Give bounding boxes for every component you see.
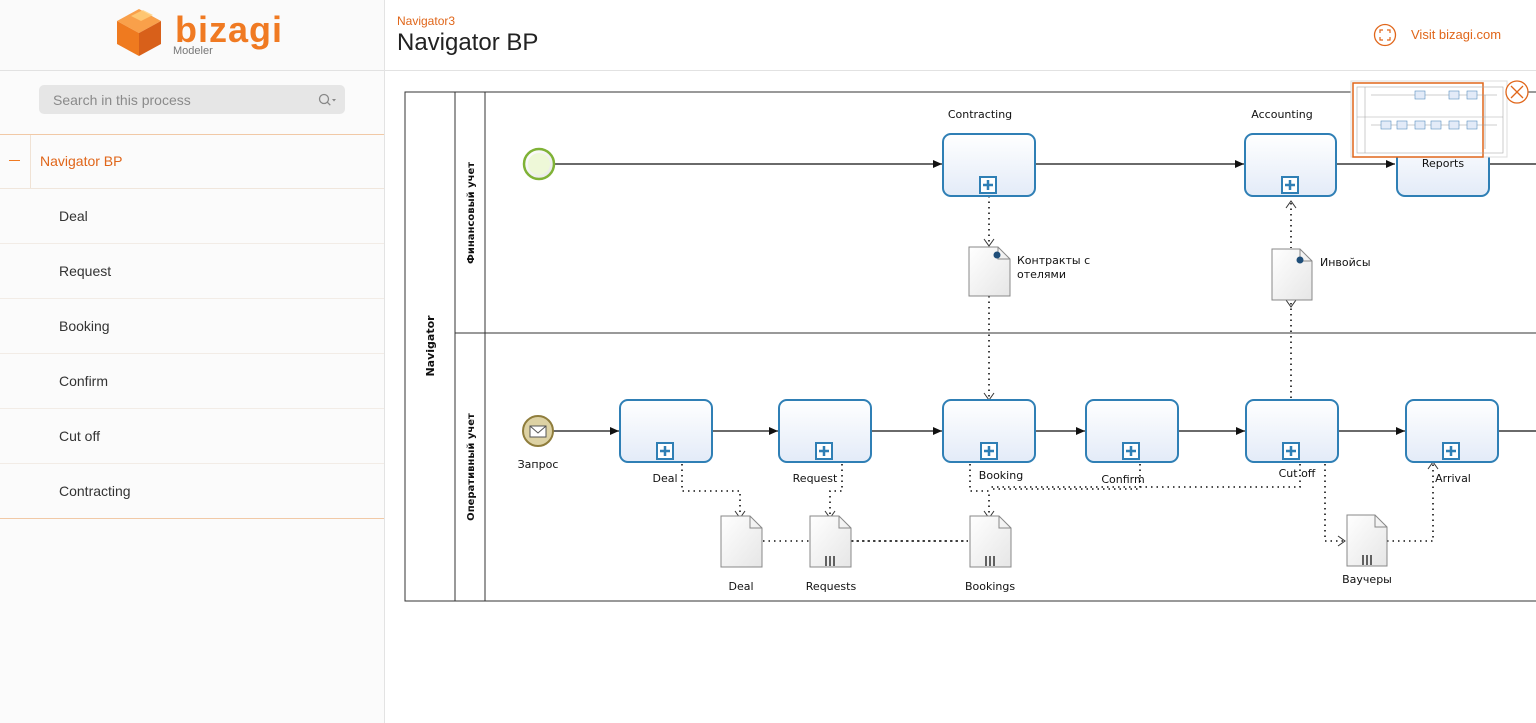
page-title: Navigator BP	[397, 29, 539, 56]
lane-label-operations: Оперативный учет	[466, 413, 477, 521]
tree-item-booking[interactable]: Booking	[0, 299, 384, 354]
search-icon[interactable]	[317, 91, 337, 109]
cube-logo-icon	[117, 9, 161, 56]
tree-root-navigator-bp[interactable]: Navigator BP	[0, 135, 384, 189]
tree-root-label: Navigator BP	[40, 153, 123, 169]
tree-item-label: Booking	[59, 318, 110, 334]
task-label: Arrival	[1435, 472, 1471, 485]
tree-item-label: Contracting	[59, 483, 131, 499]
search-input[interactable]	[53, 85, 303, 114]
tree-item-label: Confirm	[59, 373, 109, 389]
document-label: Инвойсы	[1320, 256, 1371, 269]
document-label: Deal	[728, 580, 753, 593]
tree-item-label: Request	[59, 263, 112, 279]
document-invoices[interactable]: Инвойсы	[1271, 248, 1371, 301]
breadcrumb[interactable]: Navigator3	[397, 14, 456, 28]
task-label: Booking	[979, 469, 1023, 482]
sidebar: bizagi Modeler Navigator BP Deal Request…	[0, 0, 385, 723]
search-box	[39, 85, 345, 114]
event-label: Запрос	[518, 458, 559, 471]
document-label: Контракты с	[1017, 254, 1090, 267]
bpmn-diagram: Navigator Финансовый учет Оперативный уч…	[404, 80, 1536, 602]
tree-item-confirm[interactable]: Confirm	[0, 354, 384, 409]
task-label: Cut off	[1279, 467, 1316, 480]
document-vouchers[interactable]: Ваучеры	[1342, 514, 1392, 586]
expand-icon[interactable]	[1373, 23, 1397, 47]
logo-subtitle: Modeler	[173, 45, 213, 57]
task-accounting[interactable]: Accounting	[1244, 108, 1337, 197]
document-deal[interactable]: Deal	[720, 515, 763, 593]
tree-item-contracting[interactable]: Contracting	[0, 464, 384, 518]
tree-item-cut-off[interactable]: Cut off	[0, 409, 384, 464]
document-requests[interactable]: Requests	[806, 515, 857, 593]
tree-item-label: Cut off	[59, 428, 100, 444]
document-bookings[interactable]: Bookings	[965, 515, 1015, 593]
task-deal[interactable]: Deal	[619, 399, 713, 485]
task-label: Accounting	[1251, 108, 1312, 121]
task-label: Deal	[652, 472, 677, 485]
pool-label: Navigator	[424, 315, 437, 377]
lane-label-finance: Финансовый учет	[466, 162, 477, 264]
document-label: Ваучеры	[1342, 573, 1392, 586]
task-label: Request	[793, 472, 838, 485]
logo-area: bizagi Modeler	[0, 0, 384, 71]
diagram-canvas[interactable]: Navigator Финансовый учет Оперативный уч…	[385, 71, 1536, 723]
collapse-icon[interactable]	[0, 135, 31, 188]
tree-item-request[interactable]: Request	[0, 244, 384, 299]
bizagi-logo[interactable]: bizagi Modeler	[113, 6, 283, 62]
task-label: Reports	[1422, 157, 1464, 170]
search-area	[0, 71, 384, 135]
task-label: Confirm	[1101, 473, 1144, 486]
message-start-event[interactable]: Запрос	[518, 415, 559, 471]
task-arrival[interactable]: Arrival	[1405, 399, 1499, 485]
visit-bizagi-link[interactable]: Visit bizagi.com	[1411, 27, 1502, 42]
task-label: Contracting	[948, 108, 1012, 121]
tree-item-label: Deal	[59, 208, 88, 224]
task-cut-off[interactable]: Cut off	[1245, 399, 1339, 480]
tree-item-deal[interactable]: Deal	[0, 189, 384, 244]
minimap[interactable]	[1350, 80, 1508, 158]
header: Navigator3 Navigator BP Visit bizagi.com	[385, 0, 1536, 71]
task-contracting[interactable]: Contracting	[942, 108, 1036, 197]
task-confirm[interactable]: Confirm	[1085, 399, 1179, 486]
close-minimap-icon[interactable]	[1505, 80, 1529, 104]
document-label: Bookings	[965, 580, 1015, 593]
task-booking[interactable]: Booking	[942, 399, 1036, 482]
document-label: отелями	[1017, 268, 1066, 281]
document-contracts[interactable]: Контракты с отелями	[968, 246, 1090, 297]
logo-wordmark: bizagi	[175, 9, 284, 50]
process-tree: Navigator BP Deal Request Booking Confir…	[0, 135, 384, 519]
task-request[interactable]: Request	[778, 399, 872, 485]
document-label: Requests	[806, 580, 857, 593]
